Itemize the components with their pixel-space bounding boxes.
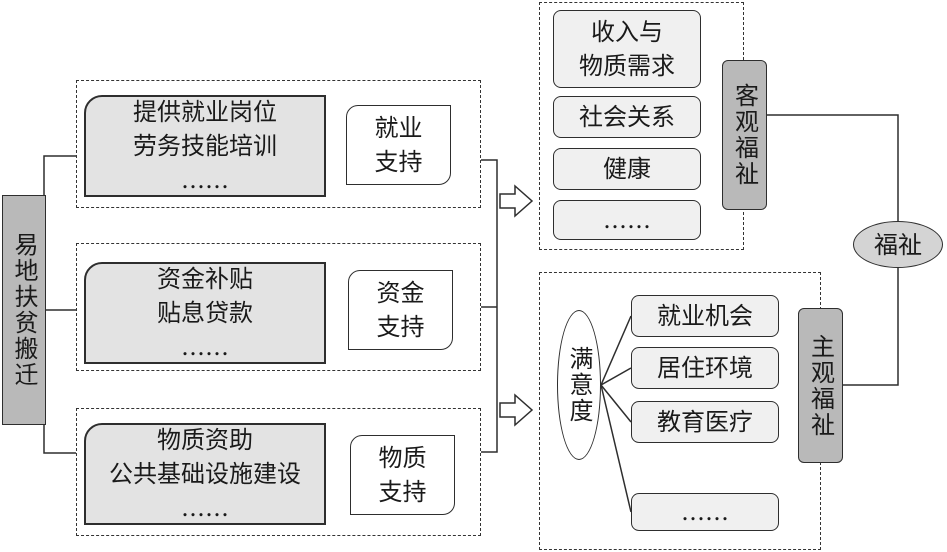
connector-fan-3 — [600, 384, 632, 423]
objective-item-line: 健康 — [603, 155, 651, 183]
support-line: 资金 — [376, 279, 425, 307]
connector-source-material — [43, 425, 76, 454]
policy-line: …… — [181, 166, 229, 194]
objective-item-line: 物质需求 — [579, 52, 675, 80]
subjective-item-more: …… — [631, 493, 779, 531]
subjective-item-housing: 居住环境 — [631, 347, 779, 389]
support-line: 支持 — [378, 478, 427, 506]
connector-fan-4 — [600, 384, 632, 513]
subjective-item-label: 居住环境 — [657, 354, 753, 382]
source-label: 易地扶贫搬迁 — [10, 232, 38, 388]
policy-group-employment — [76, 80, 481, 208]
objective-item-social: 社会关系 — [553, 96, 701, 138]
objective-item-health: 健康 — [553, 148, 701, 190]
policy-measures-employment: 提供就业岗位 劳务技能培训 …… — [84, 95, 326, 197]
policy-line: 物质资助 — [157, 426, 253, 454]
subjective-item-label: 就业机会 — [657, 302, 753, 330]
support-line: 就业 — [374, 114, 423, 142]
subjective-item-label: 教育医疗 — [657, 408, 753, 436]
connector-objective-wellbeing — [767, 114, 899, 221]
support-line: 支持 — [374, 148, 423, 176]
objective-label: 客观福祉 — [730, 83, 759, 187]
support-employment: 就业 支持 — [346, 105, 451, 185]
policy-group-capital — [76, 243, 481, 371]
policy-line: 资金补贴 — [157, 265, 253, 293]
connector-source-employment — [43, 155, 76, 195]
support-line: 物质 — [378, 444, 427, 472]
objective-label-box: 客观福祉 — [722, 60, 767, 210]
support-capital: 资金 支持 — [348, 270, 453, 350]
arrow-to-subjective — [499, 393, 534, 427]
policy-line: 公共基础设施建设 — [109, 460, 301, 488]
arrow-to-objective — [499, 184, 534, 218]
source-box: 易地扶贫搬迁 — [2, 195, 46, 425]
subjective-item-employment: 就业机会 — [631, 295, 779, 337]
subjective-label: 主观福祉 — [806, 333, 835, 438]
support-material: 物质 支持 — [350, 435, 455, 515]
objective-item-income: 收入与 物质需求 — [553, 10, 701, 88]
subjective-label-box: 主观福祉 — [798, 308, 843, 463]
policy-measures-capital: 资金补贴 贴息贷款 …… — [84, 262, 326, 364]
policy-line: 劳务技能培训 — [133, 132, 277, 160]
satisfaction-label: 满意度 — [565, 346, 593, 424]
policy-line: 贴息贷款 — [157, 299, 253, 327]
policy-line: …… — [181, 494, 229, 522]
objective-item-line: 收入与 — [591, 18, 663, 46]
connector-bus — [481, 159, 498, 453]
connector-fan-2 — [600, 367, 632, 386]
objective-item-line: 社会关系 — [579, 103, 675, 131]
subjective-item-education: 教育医疗 — [631, 401, 779, 443]
policy-measures-material: 物质资助 公共基础设施建设 …… — [84, 423, 326, 525]
objective-item-line: …… — [603, 206, 651, 234]
support-line: 支持 — [376, 313, 425, 341]
policy-group-material — [76, 408, 481, 536]
policy-line: 提供就业岗位 — [133, 98, 277, 126]
objective-item-more: …… — [553, 200, 701, 240]
connector-subjective-wellbeing — [843, 268, 899, 386]
satisfaction-ellipse: 满意度 — [557, 310, 601, 460]
policy-line: …… — [181, 333, 229, 361]
connector-fan-1 — [600, 315, 632, 386]
wellbeing-ellipse: 福祉 — [853, 221, 943, 268]
wellbeing-label: 福祉 — [874, 230, 922, 259]
subjective-item-label: …… — [681, 498, 729, 526]
